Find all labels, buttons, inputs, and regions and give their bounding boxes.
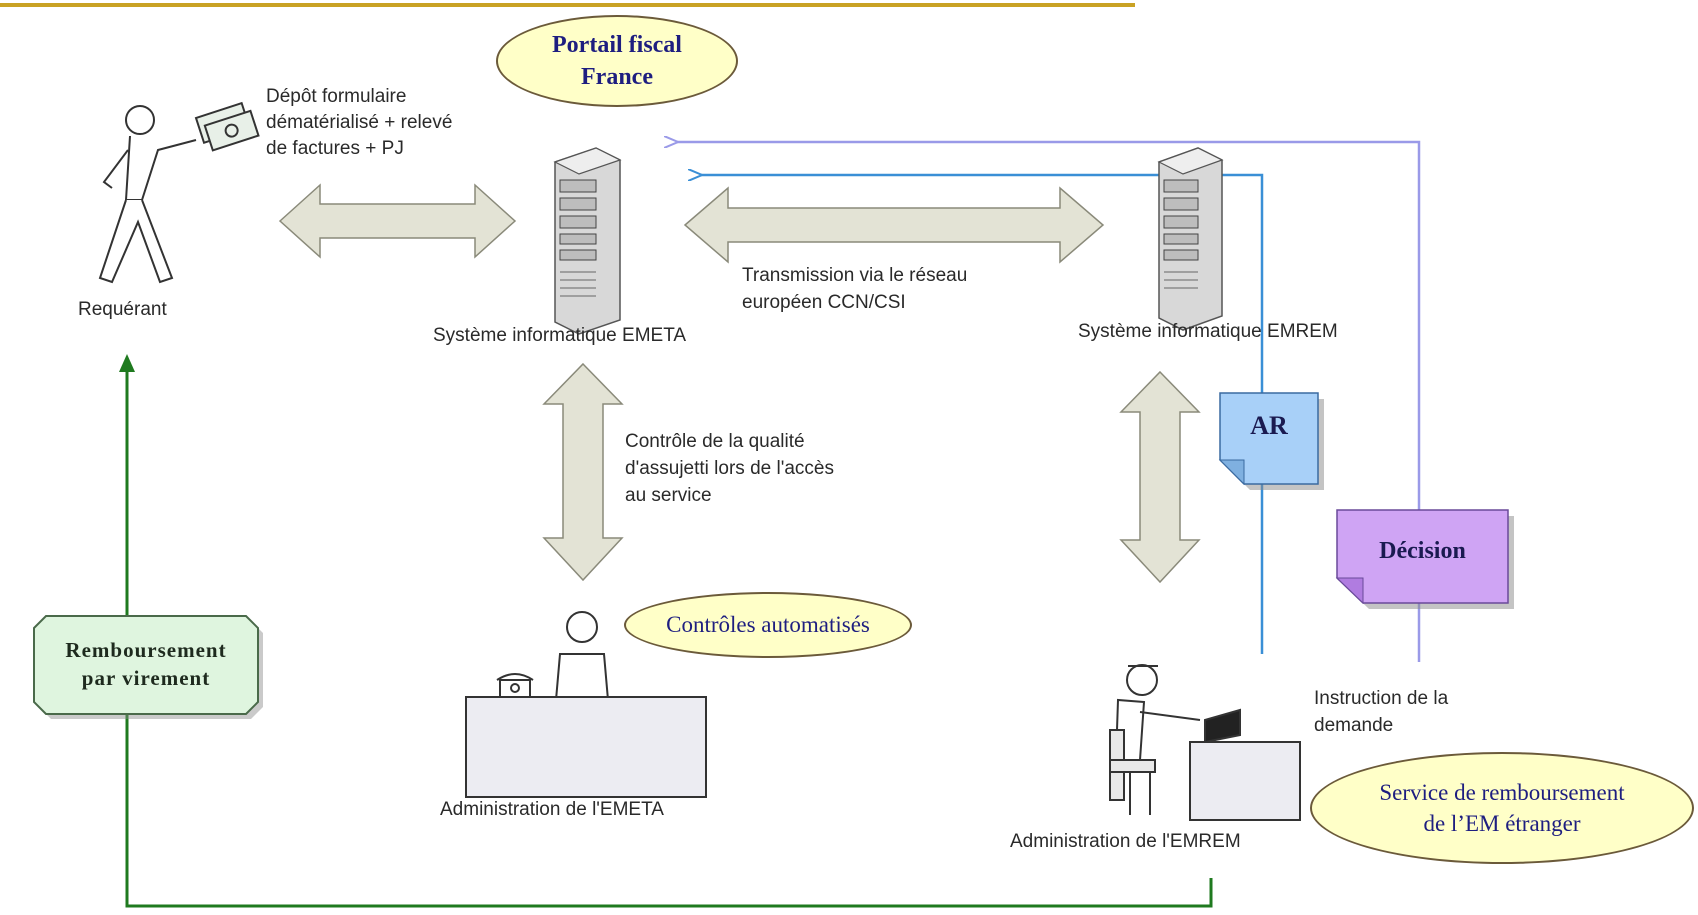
- emeta-system-label: Système informatique EMETA: [433, 325, 687, 346]
- portail-fiscal-bubble: Portail fiscal France: [496, 15, 738, 107]
- telephone-icon: [496, 673, 534, 698]
- emrem-system-label: Système informatique EMREM: [1078, 321, 1338, 342]
- admin-emrem-label: Administration de l'EMREM: [1010, 831, 1241, 852]
- emeta-server-icon: [553, 147, 622, 335]
- double-arrow-requerant-emeta: [278, 183, 517, 259]
- instruction-line1: Instruction de la: [1314, 688, 1449, 709]
- controles-automatises-bubble: Contrôles automatisés: [624, 592, 912, 658]
- service-line2: de l’EM étranger: [1423, 811, 1581, 836]
- instruction-label: Instruction de la demande: [1314, 685, 1448, 739]
- requerant-label: Requérant: [78, 299, 167, 320]
- transmission-label: Transmission via le réseau européen CCN/…: [742, 262, 967, 316]
- double-arrow-emrem-admin: [1119, 370, 1201, 584]
- controle-line3: au service: [625, 485, 712, 506]
- requerant-person-icon: [98, 101, 260, 284]
- remboursement-label: Remboursement par virement: [34, 636, 258, 692]
- depot-line2: dématérialisé + relevé: [266, 112, 453, 133]
- double-arrow-emeta-admin: [542, 362, 624, 582]
- controle-line1: Contrôle de la qualité: [625, 431, 805, 452]
- controle-label: Contrôle de la qualité d'assujetti lors …: [625, 428, 834, 509]
- decision-label: Décision: [1379, 537, 1466, 564]
- ar-return-line: [700, 175, 1264, 654]
- portail-line1: Portail fiscal: [552, 32, 682, 58]
- instruction-line2: demande: [1314, 715, 1394, 736]
- emrem-server-icon: [1157, 147, 1224, 331]
- remboursement-arrowhead: [119, 354, 135, 372]
- controles-automatises-text: Contrôles automatisés: [666, 612, 870, 637]
- remboursement-sign: [33, 615, 263, 719]
- depot-line1: Dépôt formulaire: [266, 86, 407, 107]
- ar-document: [1218, 392, 1324, 490]
- emrem-admin-workstation-icon: [1109, 664, 1301, 821]
- controle-line2: d'assujetti lors de l'accès: [625, 458, 834, 479]
- decision-document: [1335, 509, 1514, 609]
- emeta-admin-desk-icon: [465, 611, 707, 798]
- remboursement-line2: par virement: [81, 666, 211, 690]
- portail-line2: France: [581, 64, 653, 90]
- remboursement-line1: Remboursement: [65, 638, 227, 662]
- transmission-line2: européen CCN/CSI: [742, 292, 906, 313]
- service-line1: Service de remboursement: [1379, 780, 1625, 805]
- service-remboursement-bubble: Service de remboursement de l’EM étrange…: [1310, 752, 1694, 864]
- double-arrow-emeta-emrem: [683, 186, 1105, 264]
- ar-label: AR: [1250, 411, 1288, 440]
- decision-return-line: [676, 142, 1421, 662]
- depot-line3: de factures + PJ: [266, 138, 404, 159]
- admin-emeta-label: Administration de l'EMETA: [440, 799, 664, 820]
- transmission-line1: Transmission via le réseau: [742, 265, 968, 286]
- depot-label: Dépôt formulaire dématérialisé + relevé …: [266, 84, 452, 162]
